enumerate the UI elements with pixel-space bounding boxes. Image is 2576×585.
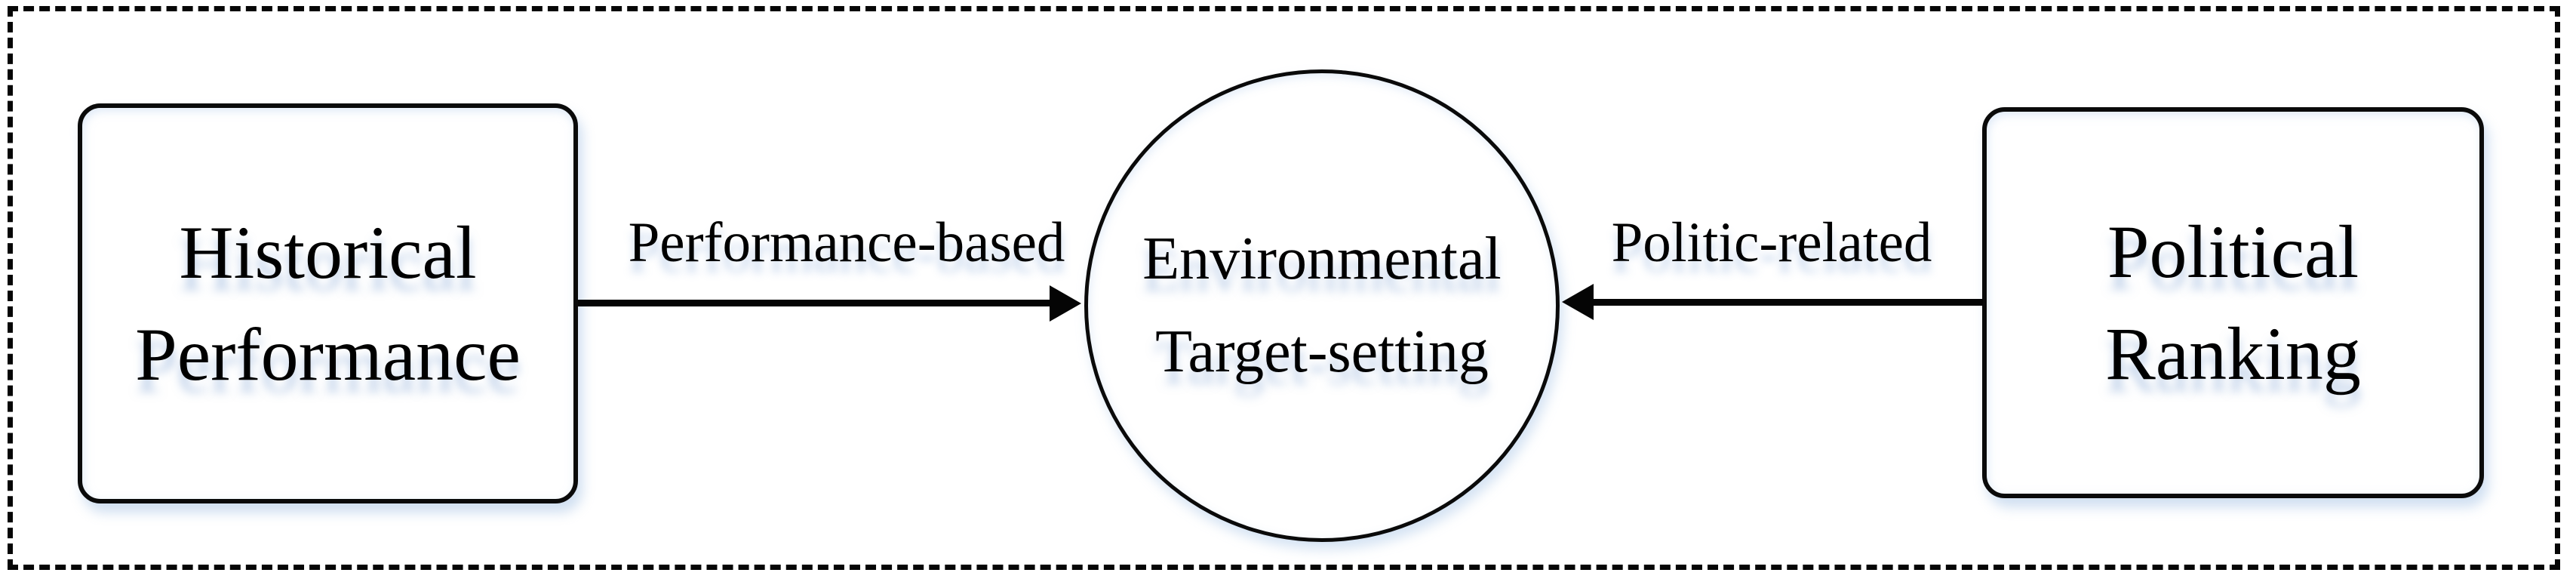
edge-label-performance-based: Performance-based (628, 211, 1065, 274)
node-label-line: Target-setting (1155, 319, 1489, 385)
node-label-line: Ranking (2105, 312, 2361, 396)
node-label-line: Environmental (1142, 226, 1502, 292)
node-historical-performance: Historical Performance (78, 103, 578, 503)
diagram-dashed-border (8, 6, 2560, 570)
node-label-line: Political (2107, 210, 2359, 294)
arrowhead-right-icon (1050, 285, 1081, 322)
arrow-performance-based (578, 300, 1052, 306)
arrow-politic-related (1591, 299, 1983, 306)
node-political-ranking: Political Ranking (1982, 107, 2484, 498)
node-label-line: Historical (179, 211, 477, 294)
node-environmental-target-setting: Environmental Target-setting (1084, 69, 1560, 542)
node-label-line: Performance (135, 313, 521, 396)
arrowhead-left-icon (1562, 284, 1594, 320)
edge-label-politic-related: Politic-related (1611, 211, 1932, 274)
